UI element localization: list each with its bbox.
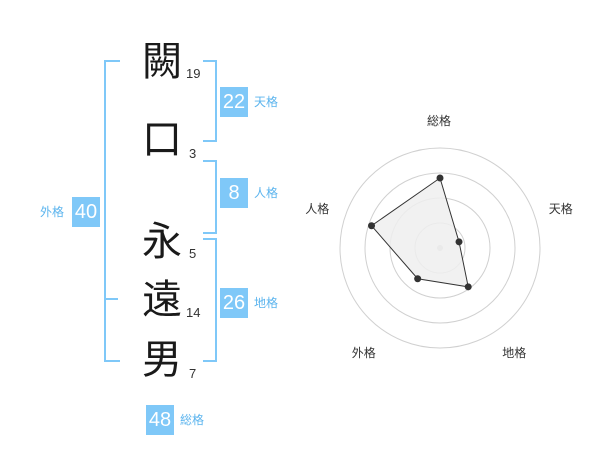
gaikaku-label: 外格 (40, 205, 65, 219)
name-char-5: 男 (142, 337, 182, 383)
radar-point (436, 174, 444, 182)
name-char-3: 永 (142, 219, 182, 265)
gaikaku-bracket (104, 60, 120, 362)
soukaku-label: 総格 (180, 413, 205, 427)
stroke-count-5: 7 (189, 366, 197, 381)
radar-axis-label: 外格 (351, 345, 376, 360)
tenkaku-bracket (203, 60, 217, 142)
radar-point (464, 283, 472, 291)
radar-point (455, 238, 463, 246)
gaikaku-bracket-notch (104, 298, 118, 300)
stroke-count-3: 5 (189, 246, 197, 261)
tenkaku-badge: 22 (220, 87, 248, 117)
radar-axis-label: 地格 (502, 345, 527, 360)
name-char-1: 闕 (142, 39, 182, 85)
radar-ring (339, 147, 541, 349)
chikaku-label: 地格 (254, 296, 279, 310)
radar-ring (364, 172, 516, 324)
radar-axis-label: 人格 (305, 202, 330, 217)
radar-point (368, 222, 376, 230)
name-char-2: 口 (142, 117, 182, 163)
radar-axis-label: 総格 (427, 114, 452, 128)
radar-point (414, 275, 422, 283)
radar-series-polygon (370, 177, 469, 288)
tenkaku-label: 天格 (254, 95, 279, 109)
chikaku-bracket (203, 238, 217, 362)
stroke-count-4: 14 (186, 305, 201, 320)
stroke-count-1: 19 (186, 66, 201, 81)
jinkaku-label: 人格 (254, 186, 279, 200)
chikaku-badge: 26 (220, 288, 248, 318)
jinkaku-bracket (203, 160, 217, 234)
gaikaku-badge: 40 (72, 197, 100, 227)
soukaku-badge: 48 (146, 405, 174, 435)
name-char-4: 遠 (142, 277, 182, 323)
radar-axis-label: 天格 (548, 202, 573, 217)
jinkaku-badge: 8 (220, 178, 248, 208)
stroke-count-2: 3 (189, 146, 197, 161)
